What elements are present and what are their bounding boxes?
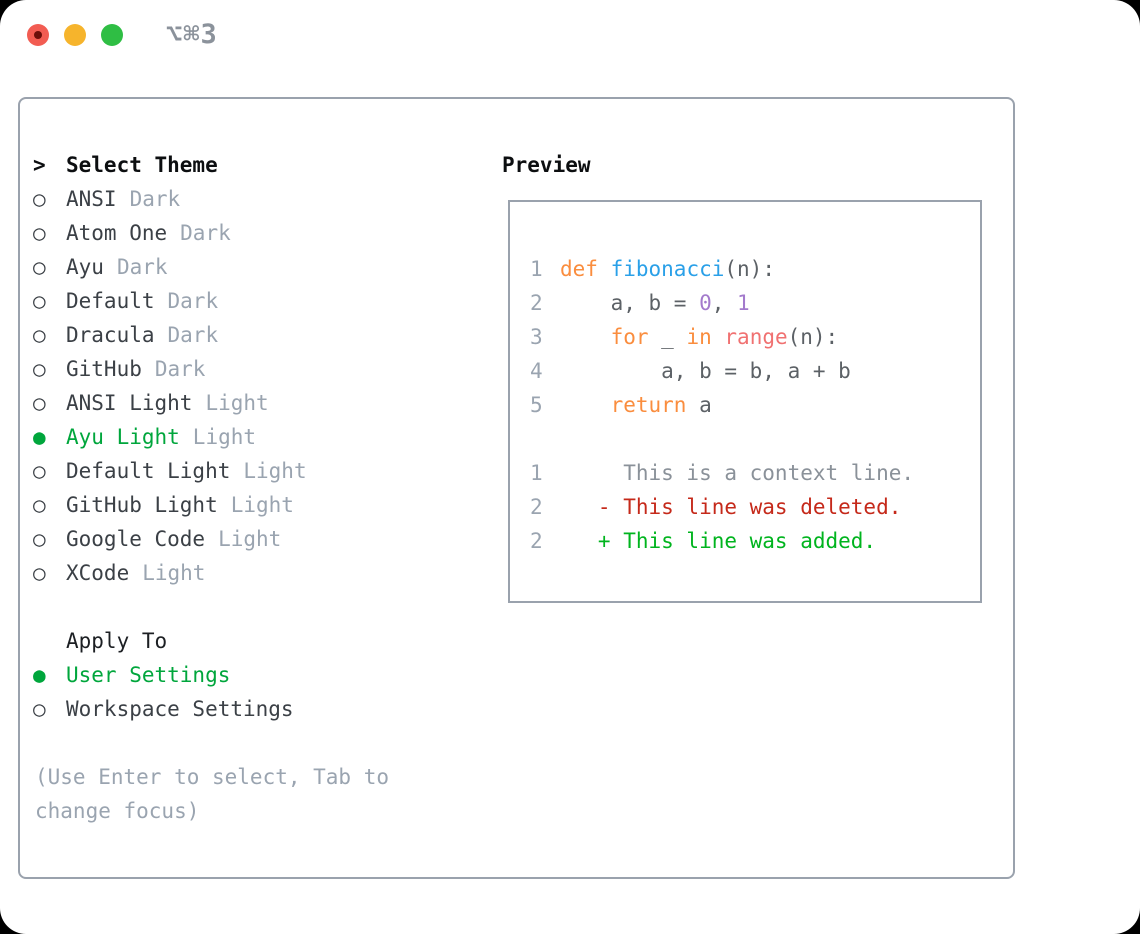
apply-option-workspace-settings[interactable]: ○ Workspace Settings — [33, 692, 479, 726]
radio-unselected-icon: ○ — [33, 289, 46, 313]
radio-unselected-icon: ○ — [33, 527, 46, 551]
radio-selected-icon: ● — [33, 663, 46, 687]
apply-to-list: ● User Settings ○ Workspace Settings — [33, 658, 479, 726]
spacer — [33, 590, 479, 624]
apply-to-title: Apply To — [66, 629, 168, 653]
minimize-button[interactable] — [64, 24, 86, 46]
code-line: 4 a, b = b, a + b — [530, 359, 851, 383]
radio-unselected-icon: ○ — [33, 221, 46, 245]
zoom-button[interactable] — [101, 24, 123, 46]
radio-unselected-icon: ○ — [33, 187, 46, 211]
radio-unselected-icon: ○ — [33, 697, 46, 721]
apply-option-label: Workspace Settings — [66, 697, 294, 721]
apply-option-user-settings[interactable]: ● User Settings — [33, 658, 479, 692]
select-theme-header: > Select Theme — [33, 148, 479, 182]
close-button[interactable] — [27, 24, 49, 46]
code-line: 1 This is a context line. — [530, 461, 915, 485]
radio-unselected-icon: ○ — [33, 561, 46, 585]
spacer — [33, 726, 479, 760]
radio-unselected-icon: ○ — [33, 493, 46, 517]
radio-unselected-icon: ○ — [33, 323, 46, 347]
code-line: 3 for _ in range(n): — [530, 325, 839, 349]
keyboard-hint: (Use Enter to select, Tab to change focu… — [35, 765, 390, 823]
radio-unselected-icon: ○ — [33, 391, 46, 415]
code-line — [510, 422, 980, 456]
radio-unselected-icon: ○ — [33, 459, 46, 483]
code-line: 2 a, b = 0, 1 — [530, 291, 750, 315]
radio-unselected-icon: ○ — [33, 255, 46, 279]
select-theme-title: Select Theme — [66, 153, 218, 177]
window-title: ⌥⌘3 — [166, 19, 218, 50]
radio-unselected-icon: ○ — [33, 357, 46, 381]
prompt-icon: > — [33, 153, 46, 177]
apply-to-header: Apply To — [33, 624, 479, 658]
titlebar: ⌥⌘3 — [27, 19, 218, 50]
code-line: 2 - This line was deleted. — [530, 495, 902, 519]
code-line: 5 return a — [530, 393, 712, 417]
code-line: 2 + This line was added. — [530, 529, 877, 553]
radio-selected-icon: ● — [33, 425, 46, 449]
preview-title: Preview — [502, 153, 591, 177]
apply-option-label: User Settings — [66, 663, 231, 687]
